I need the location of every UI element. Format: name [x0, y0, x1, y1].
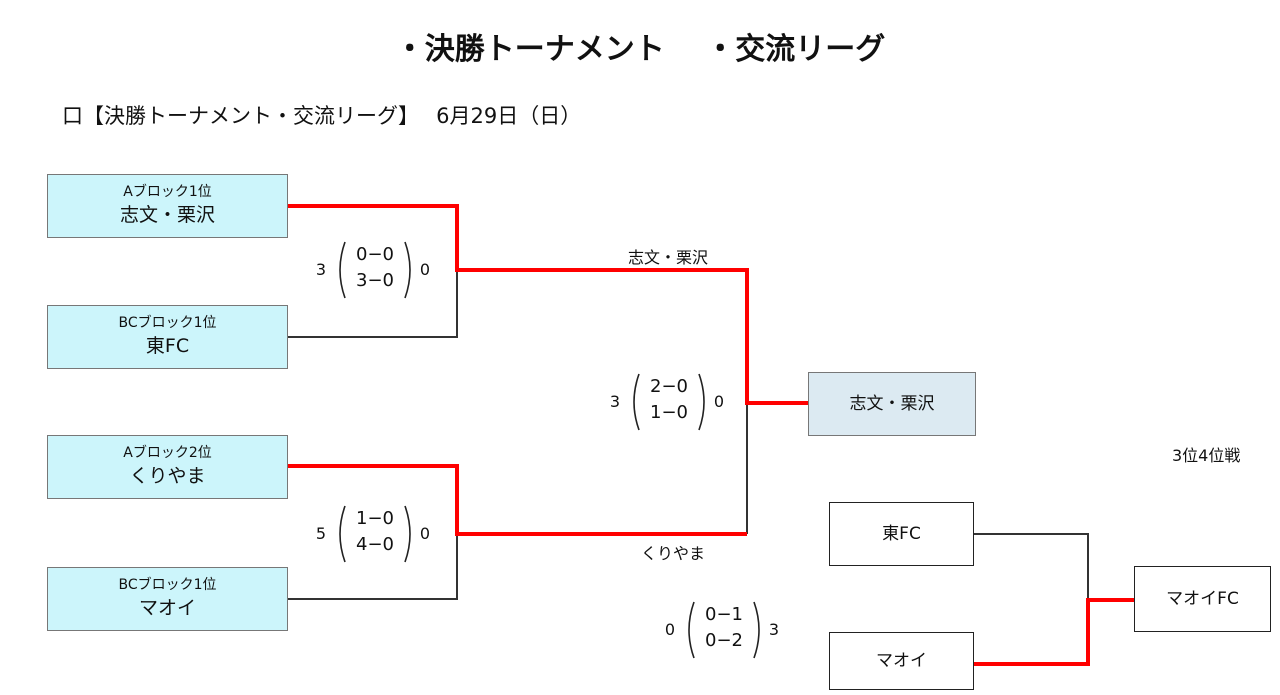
champion-name: 志文・栗沢: [849, 394, 935, 414]
third-place-label: 3位4位戦: [1172, 446, 1241, 465]
first-half-score: 2−0: [650, 376, 688, 397]
champion-box: 志文・栗沢: [808, 372, 976, 436]
score-brackets: [633, 373, 705, 431]
bracket-line-kuriyama-semi: [288, 464, 747, 536]
semifinal-1-score: 3 0−0 3−0 0: [315, 238, 433, 302]
second-half-score: 0−2: [705, 630, 743, 651]
semifinal-2-score: 5 1−0 4−0 0: [315, 502, 433, 566]
score-brackets: [339, 505, 411, 563]
score-left: 3: [315, 260, 327, 279]
bracket-line-shibun-semi: [288, 204, 808, 405]
final-score: 3 2−0 1−0 0: [609, 370, 727, 434]
bracket-line-higashi-fc: [288, 270, 458, 338]
second-half-score: 3−0: [356, 270, 394, 291]
first-half-score: 0−0: [356, 244, 394, 265]
second-half-score: 4−0: [356, 534, 394, 555]
score-right: 0: [419, 524, 431, 543]
team-box-a2: Aブロック2位 くりやま: [47, 435, 288, 499]
team-name: マオイ: [138, 597, 196, 619]
score-right: 0: [713, 392, 725, 411]
bracket-line-maoi: [288, 534, 458, 600]
semifinal-2-winner-label: くりやま: [641, 544, 706, 563]
third-place-score: 0 0−1 0−2 3: [664, 598, 782, 662]
score-brackets: [688, 601, 760, 659]
page-title: ・決勝トーナメント ・交流リーグ: [394, 32, 886, 67]
team-box-bc1-top: BCブロック1位 東FC: [47, 305, 288, 369]
third-place-winner-name: マオイFC: [1166, 589, 1239, 609]
team-name: 志文・栗沢: [119, 204, 215, 226]
first-half-score: 0−1: [705, 604, 743, 625]
bracket-line-maoi-3rd: [974, 598, 1134, 666]
score-brackets: [339, 241, 411, 299]
score-right: 0: [419, 260, 431, 279]
score-left: 5: [315, 524, 327, 543]
score-left: 0: [664, 620, 676, 639]
team-name: 東FC: [882, 524, 921, 544]
seed-label: BCブロック1位: [118, 577, 217, 593]
team-name: くりやま: [129, 465, 206, 487]
seed-label: BCブロック1位: [118, 315, 217, 331]
team-name: マオイ: [876, 651, 927, 671]
team-box-a1: Aブロック1位 志文・栗沢: [47, 174, 288, 238]
seed-label: Aブロック2位: [123, 445, 212, 461]
bracket-line-higashi-3rd: [974, 533, 1089, 600]
first-half-score: 1−0: [356, 508, 394, 529]
page-subtitle: 口【決勝トーナメント・交流リーグ】 6月29日（日）: [62, 104, 582, 128]
third-place-winner-box: マオイFC: [1134, 566, 1271, 632]
third-place-team-bottom: マオイ: [829, 632, 974, 690]
semifinal-1-winner-label: 志文・栗沢: [628, 248, 709, 267]
team-name: 東FC: [145, 335, 190, 357]
score-right: 3: [768, 620, 780, 639]
second-half-score: 1−0: [650, 402, 688, 423]
seed-label: Aブロック1位: [123, 184, 212, 200]
score-left: 3: [609, 392, 621, 411]
third-place-team-top: 東FC: [829, 502, 974, 566]
team-box-bc1-bottom: BCブロック1位 マオイ: [47, 567, 288, 631]
